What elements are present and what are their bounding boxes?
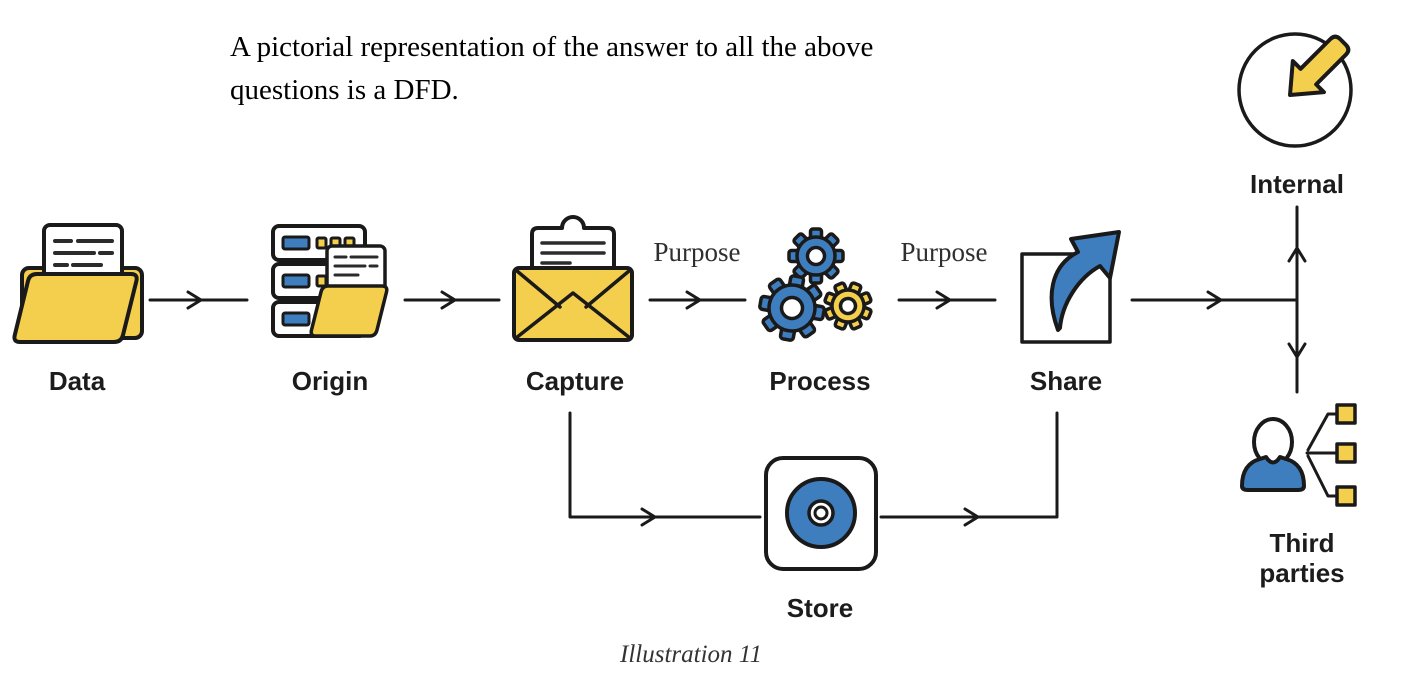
gears-icon [758,227,873,342]
person-distribution-icon [1240,403,1357,507]
disc-icon [764,456,878,571]
third-parties-line-1: Third [1269,528,1335,558]
arrow-capture-store [568,411,762,527]
arrow-store-share [879,411,1059,527]
node-label-process: Process [769,366,871,396]
node-label-data: Data [48,366,106,396]
arrow-origin-capture [403,290,501,310]
node-label-capture: Capture [525,366,625,396]
arrow-internal-thirdparties-line [1287,205,1307,394]
third-parties-line-2: parties [1259,558,1345,588]
inward-arrow-circle-icon [1237,32,1353,148]
node-label-share: Share [1029,366,1103,396]
node-label-internal: Internal [1250,169,1344,199]
intro-paragraph: A pictorial representation of the answer… [230,26,873,112]
node-label-store: Store [786,593,854,623]
arrow-capture-process [648,290,747,310]
arrow-process-share [897,290,997,310]
arrow-data-origin [148,290,249,310]
node-label-origin: Origin [291,366,369,396]
arrow-share-junction [1130,290,1299,310]
intro-line-2: questions is a DFD. [230,74,459,106]
node-label-third-parties: Third parties [1259,528,1344,588]
server-stack-icon [271,224,389,338]
edge-label-purpose-1: Purpose [653,237,741,267]
edge-label-purpose-2: Purpose [900,237,988,267]
illustration-caption: Illustration 11 [620,641,762,668]
share-arrow-icon [1020,230,1121,344]
envelope-letter-icon [512,215,634,342]
folder-document-icon [12,223,144,344]
intro-line-1: A pictorial representation of the answer… [230,31,874,63]
